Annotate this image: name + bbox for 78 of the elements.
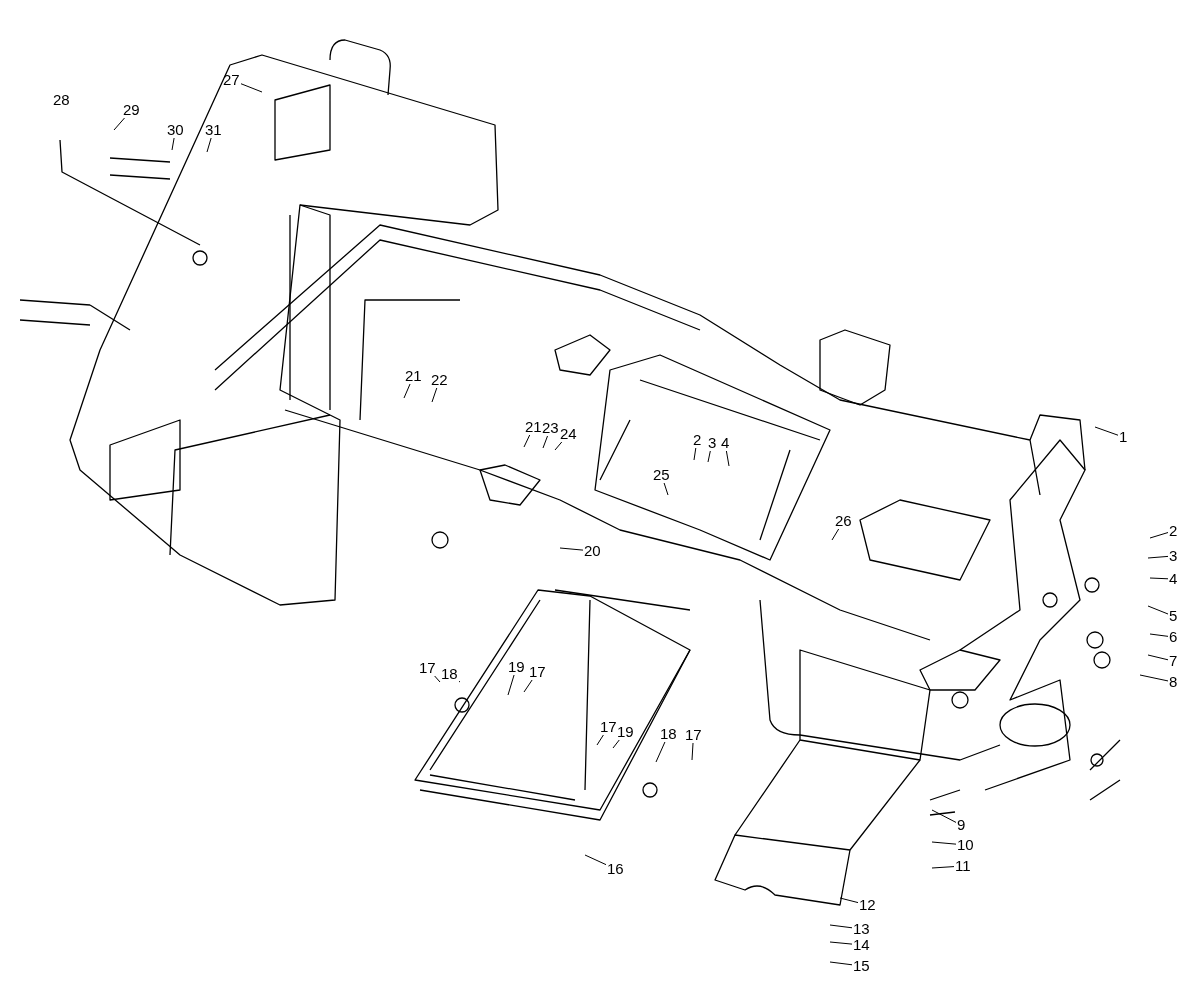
callout-number: 18	[659, 726, 678, 742]
callout-number: 4	[720, 435, 731, 451]
leader-line	[707, 450, 711, 463]
leader-line	[523, 434, 531, 448]
callout-number: 17	[528, 664, 547, 680]
callout-number: 5	[1168, 608, 1179, 624]
leader-line	[434, 675, 441, 683]
leader-line	[829, 924, 853, 929]
callout-number: 11	[954, 858, 972, 874]
callout-number: 9	[956, 817, 967, 833]
callout-number: 27	[222, 72, 241, 88]
callout-number: 22	[430, 372, 449, 388]
leader-line	[240, 83, 263, 93]
callout-number: 16	[606, 861, 625, 877]
leader-line	[829, 941, 853, 945]
leader-line	[655, 741, 666, 763]
callout-number: 12	[858, 897, 877, 913]
leader-line	[206, 137, 212, 153]
callout-number: 17	[684, 727, 703, 743]
callout-number: 13	[852, 921, 871, 937]
callout-number: 15	[852, 958, 871, 974]
callout-number: 17	[599, 719, 618, 735]
callout-number: 8	[1168, 674, 1179, 690]
callout-number: 21	[524, 419, 543, 435]
leader-line	[507, 674, 515, 696]
leader-line	[829, 961, 853, 966]
leader-line	[1147, 555, 1169, 559]
leader-line	[431, 387, 438, 403]
callout-number: 3	[1168, 548, 1179, 564]
leader-line	[1094, 426, 1119, 436]
callout-number: 25	[652, 467, 671, 483]
callout-number: 29	[122, 102, 141, 118]
callout-number: 21	[404, 368, 423, 384]
leader-line	[554, 441, 563, 451]
callout-number: 31	[204, 122, 223, 138]
callout-number: 19	[507, 659, 526, 675]
callout-number: 19	[616, 724, 635, 740]
callout-number: 24	[559, 426, 578, 442]
leader-line	[691, 742, 694, 761]
leader-line	[1139, 674, 1169, 682]
callout-number: 30	[166, 122, 185, 138]
leader-line	[1149, 633, 1169, 637]
callout-number: 1	[1118, 429, 1129, 445]
callout-number: 4	[1168, 571, 1179, 587]
leader-line	[559, 547, 584, 551]
callout-number: 23	[541, 420, 560, 436]
callout-number: 7	[1168, 653, 1179, 669]
callout-number: 3	[707, 435, 718, 451]
callout-number: 2	[692, 432, 703, 448]
leader-line	[584, 854, 607, 866]
callout-number: 20	[583, 543, 602, 559]
callout-number: 26	[834, 513, 853, 529]
leader-line	[542, 435, 548, 449]
leader-line	[523, 679, 533, 693]
leader-line	[693, 447, 697, 461]
leader-line	[931, 841, 957, 845]
callout-number: 10	[956, 837, 975, 853]
leader-line	[663, 482, 669, 496]
leader-line	[839, 897, 859, 904]
leader-line	[1149, 532, 1169, 539]
leader-line	[596, 734, 604, 746]
callout-number: 18	[440, 666, 459, 682]
leader-line	[725, 450, 730, 467]
callout-number: 14	[852, 937, 871, 953]
callout-number: 2	[1168, 523, 1179, 539]
callout-number: 6	[1168, 629, 1179, 645]
leader-line	[1147, 605, 1169, 615]
callout-number: 17	[418, 660, 437, 676]
leader-line	[1147, 654, 1169, 661]
leader-line	[113, 117, 125, 131]
leader-line	[612, 739, 620, 749]
leader-line	[1149, 577, 1169, 580]
leader-line	[831, 528, 840, 541]
callout-number: 28	[52, 92, 71, 108]
leader-line	[931, 866, 955, 869]
leader-line	[403, 383, 411, 399]
leader-line	[931, 809, 957, 823]
leader-line	[171, 137, 175, 151]
